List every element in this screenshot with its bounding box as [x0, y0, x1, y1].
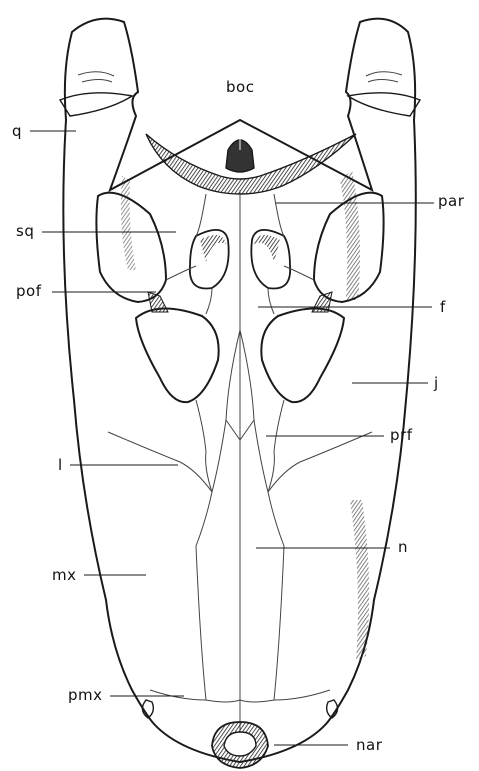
- label-nar: nar: [356, 738, 382, 753]
- label-pmx: pmx: [68, 688, 103, 703]
- label-j: j: [434, 376, 439, 391]
- label-boc: boc: [226, 80, 254, 95]
- label-par: par: [438, 194, 464, 209]
- label-q: q: [12, 124, 22, 139]
- label-f: f: [440, 300, 446, 315]
- label-mx: mx: [52, 568, 77, 583]
- label-l: l: [58, 458, 63, 473]
- label-prf: prf: [390, 428, 412, 443]
- label-n: n: [398, 540, 408, 555]
- label-sq: sq: [16, 224, 34, 239]
- label-pof: pof: [16, 284, 41, 299]
